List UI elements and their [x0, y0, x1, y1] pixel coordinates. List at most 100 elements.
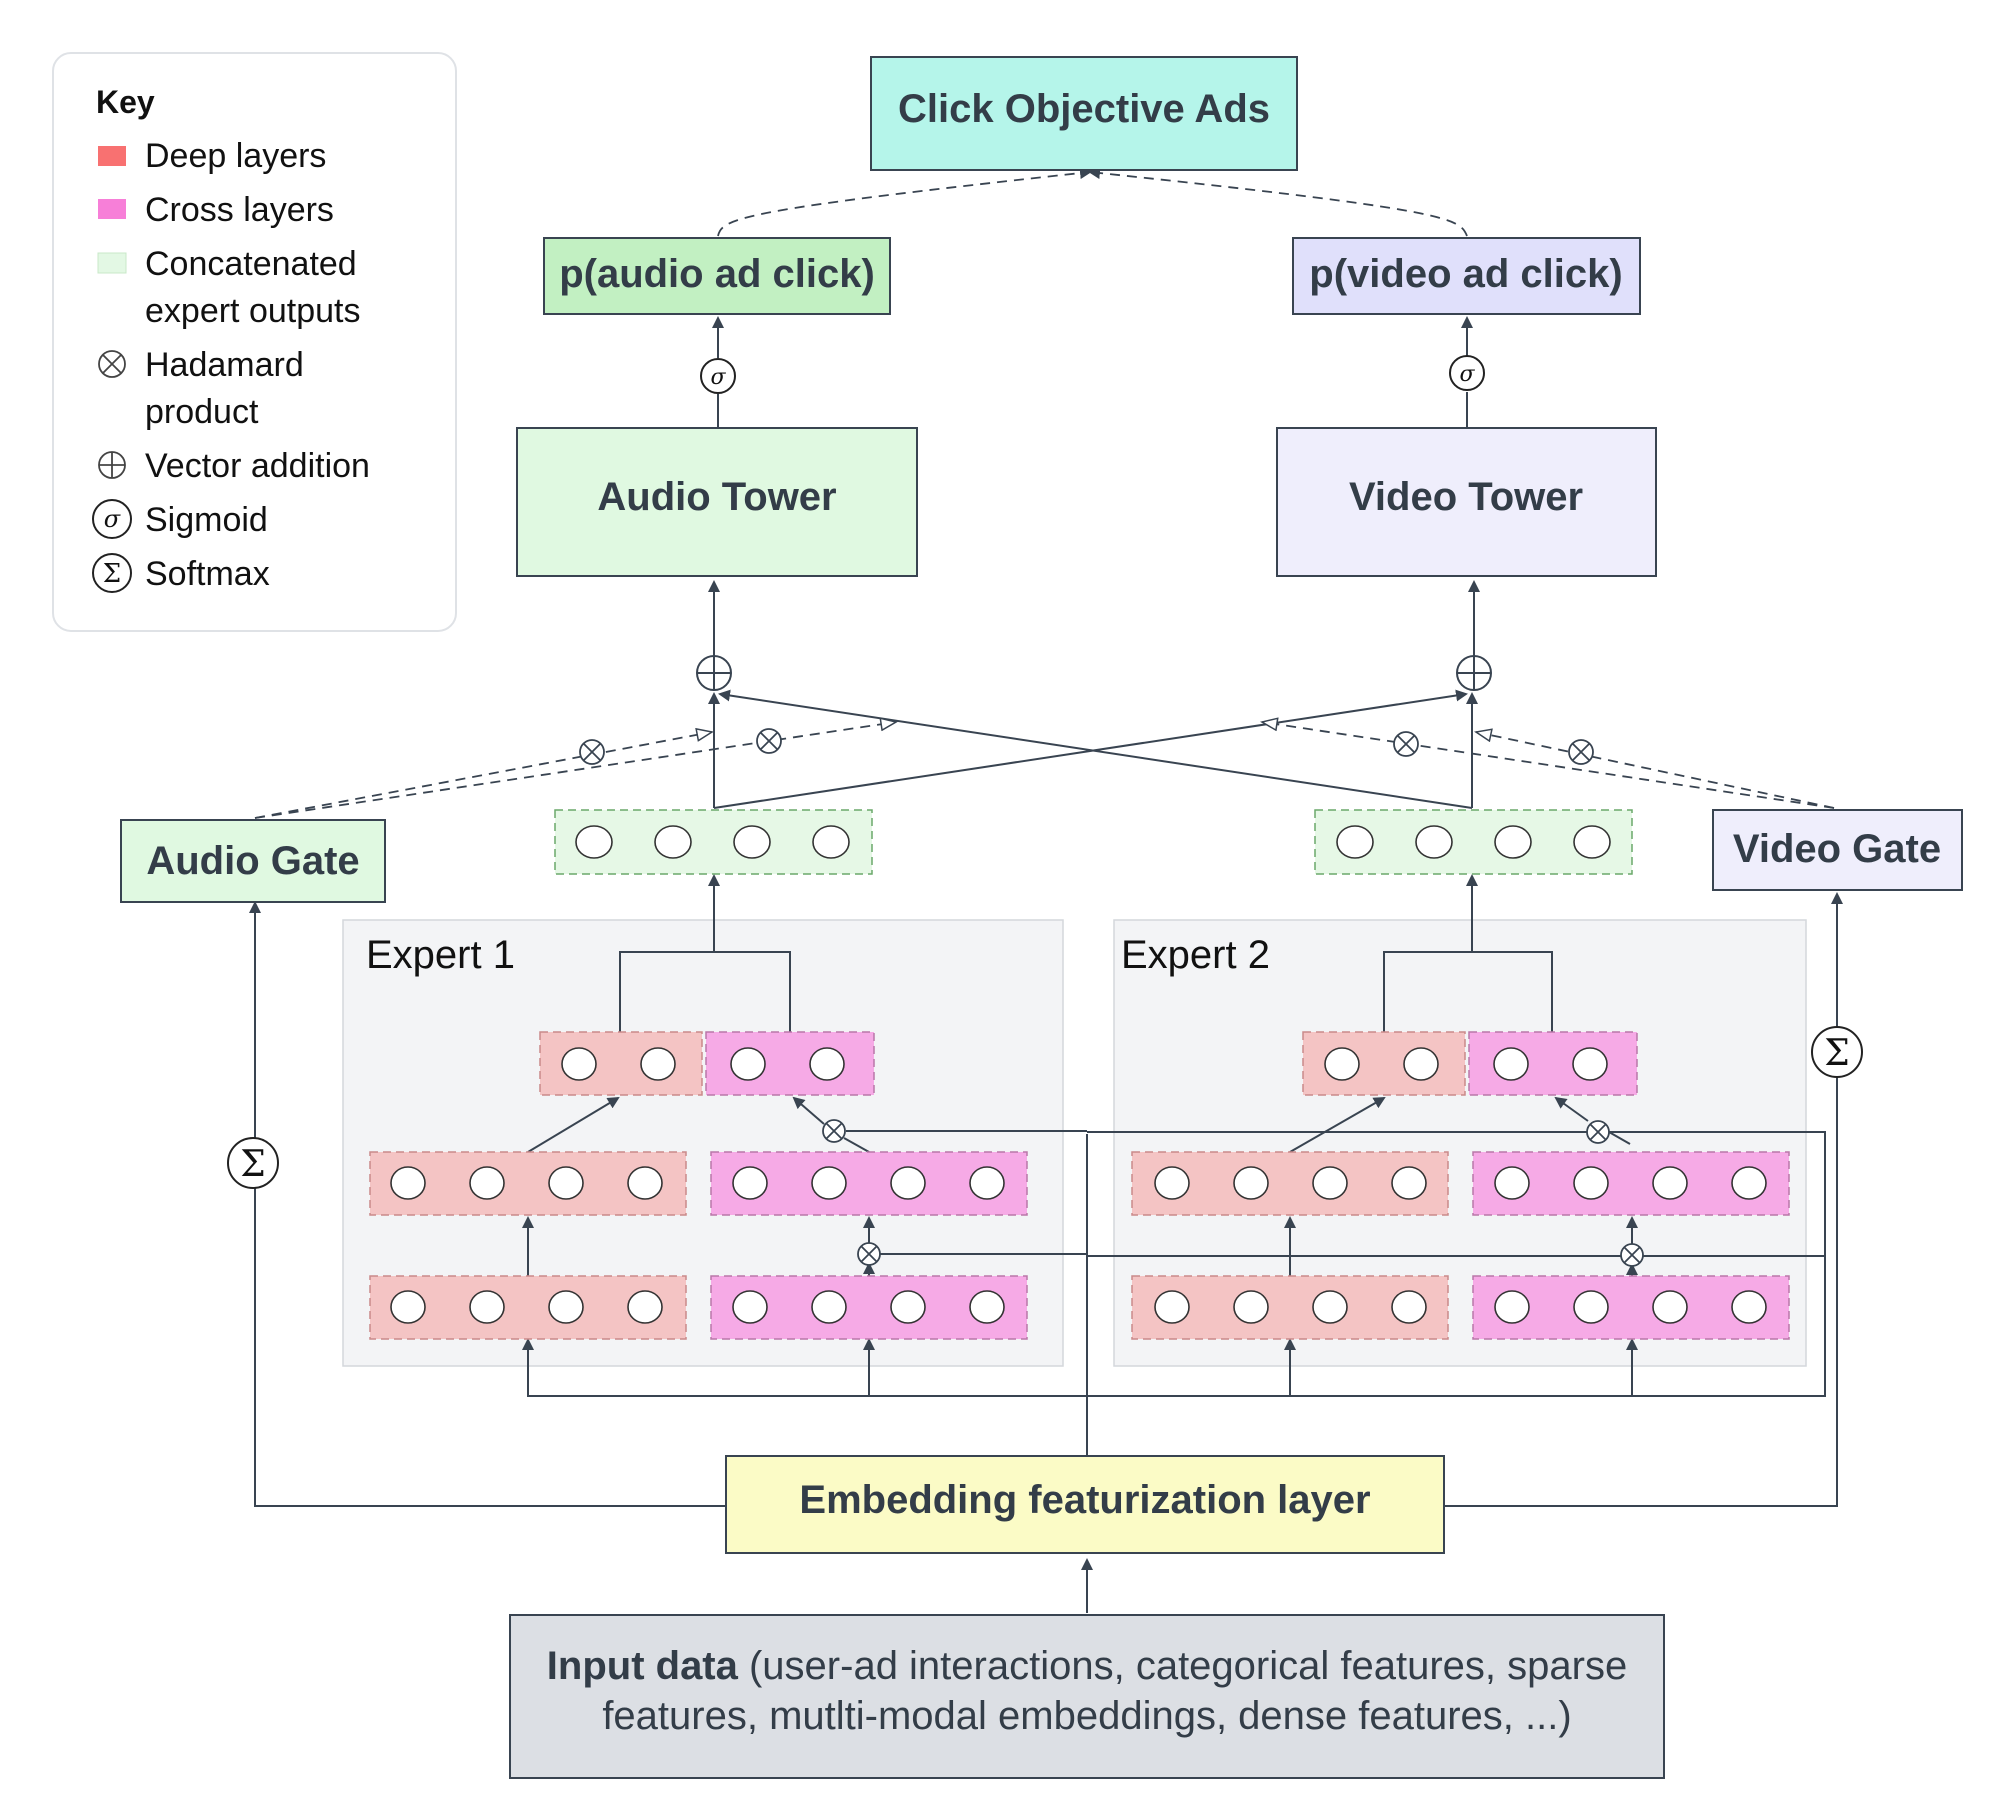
- neuron-node-46: [1652, 1290, 1688, 1324]
- neuron-node-33: [1233, 1166, 1269, 1200]
- hadamard-icon-gate-2: [756, 728, 782, 754]
- neuron-node-30: [1493, 1047, 1529, 1081]
- neuron-node-16: [732, 1166, 768, 1200]
- svg-text:σ: σ: [710, 365, 726, 390]
- sigmoid-node-audio: σ: [700, 358, 736, 394]
- svg-text:Σ: Σ: [240, 1144, 265, 1185]
- embedding-layer-label: Embedding featurization layer: [799, 1478, 1370, 1522]
- input-data-line-2: features, mutlti-modal embeddings, dense…: [602, 1694, 1571, 1738]
- neuron-node-47: [1731, 1290, 1767, 1324]
- svg-text:σ: σ: [1459, 362, 1475, 387]
- neuron-nodes: [390, 825, 1767, 1324]
- neuron-node-38: [1652, 1166, 1688, 1200]
- video-tower-box: [1276, 427, 1657, 577]
- input-data-rest: (user-ad interactions, categorical featu…: [738, 1644, 1627, 1688]
- neuron-node-36: [1494, 1166, 1530, 1200]
- legend-label-hadamard: Hadamard: [145, 346, 304, 384]
- legend-label-cross: Cross layers: [145, 191, 334, 229]
- neuron-node-19: [969, 1166, 1005, 1200]
- neuron-node-20: [390, 1290, 426, 1324]
- hadamard-icons-expert: [822, 1119, 1644, 1267]
- neuron-node-15: [627, 1166, 663, 1200]
- neuron-node-18: [890, 1166, 926, 1200]
- connectors: [249, 316, 1843, 1613]
- click-objective-box: [870, 56, 1298, 171]
- neuron-node-41: [1233, 1290, 1269, 1324]
- video-gate-box: [1712, 809, 1963, 891]
- legend-swatch-concat: [97, 252, 127, 274]
- softmax-node-audio: Σ: [227, 1137, 279, 1189]
- neuron-node-29: [1403, 1047, 1439, 1081]
- legend-label-softmax: Softmax: [145, 555, 270, 593]
- softmax-node-video: Σ: [1811, 1026, 1863, 1078]
- neuron-node-14: [548, 1166, 584, 1200]
- legend-label-sigmoid: Sigmoid: [145, 501, 268, 539]
- neuron-node-43: [1391, 1290, 1427, 1324]
- neuron-node-10: [730, 1047, 766, 1081]
- hadamard-icon-e1-lower: [857, 1242, 881, 1266]
- audio-gate-box: [120, 819, 386, 903]
- neuron-node-42: [1312, 1290, 1348, 1324]
- audio-tower-box: [516, 427, 918, 577]
- neuron-node-25: [811, 1290, 847, 1324]
- embedding-layer-box: [725, 1455, 1445, 1554]
- video-prob-label: p(video ad click): [1309, 252, 1622, 296]
- sigmoid-icon: σ: [92, 499, 132, 539]
- neuron-node-31: [1572, 1047, 1608, 1081]
- hadamard-icon-e2-lower: [1620, 1243, 1644, 1267]
- plus-circle-icon-audio: [696, 655, 732, 691]
- neuron-node-13: [469, 1166, 505, 1200]
- neuron-node-12: [390, 1166, 426, 1200]
- hadamard-icon-gate-3: [1393, 731, 1419, 757]
- input-data-bold: Input data: [547, 1644, 739, 1688]
- neuron-node-22: [548, 1290, 584, 1324]
- legend-label-concat-2: expert outputs: [145, 292, 360, 330]
- neuron-node-11: [809, 1047, 845, 1081]
- hadamard-icon-gate-4: [1568, 739, 1594, 765]
- audio-gate-label: Audio Gate: [146, 839, 359, 883]
- svg-text:σ: σ: [104, 505, 121, 533]
- neuron-node-23: [627, 1290, 663, 1324]
- legend-frame: [52, 52, 457, 632]
- plus-circle-icon-video: [1456, 655, 1492, 691]
- audio-tower-label: Audio Tower: [597, 475, 836, 519]
- hadamard-icon: [98, 350, 126, 378]
- neuron-node-2: [733, 825, 771, 859]
- neuron-node-39: [1731, 1166, 1767, 1200]
- neuron-node-28: [1324, 1047, 1360, 1081]
- neuron-node-4: [1336, 825, 1374, 859]
- legend: Key Deep layers Cross layers Concatenate…: [52, 52, 457, 632]
- neuron-node-26: [890, 1290, 926, 1324]
- gate-connectors: [254, 167, 1835, 819]
- neuron-node-7: [1573, 825, 1611, 859]
- neuron-node-6: [1494, 825, 1532, 859]
- neuron-node-3: [812, 825, 850, 859]
- legend-label-deep: Deep layers: [145, 137, 326, 175]
- neuron-node-37: [1573, 1166, 1609, 1200]
- neuron-node-40: [1154, 1290, 1190, 1324]
- hadamard-icon-gate-1: [579, 739, 605, 765]
- neuron-node-44: [1494, 1290, 1530, 1324]
- expert-2-label: Expert 2: [1121, 933, 1270, 977]
- expert-1-label: Expert 1: [366, 933, 515, 977]
- neuron-node-45: [1573, 1290, 1609, 1324]
- neuron-node-32: [1154, 1166, 1190, 1200]
- legend-label-hadamard-2: product: [145, 393, 259, 431]
- input-data-line-1: Input data (user-ad interactions, catego…: [547, 1644, 1627, 1688]
- neuron-node-5: [1415, 825, 1453, 859]
- video-tower-label: Video Tower: [1349, 475, 1583, 519]
- input-data-box: [509, 1614, 1665, 1779]
- hadamard-icon-e2-upper: [1586, 1120, 1610, 1144]
- legend-swatch-cross: [98, 199, 126, 219]
- legend-label-vector-addition: Vector addition: [145, 447, 370, 485]
- neuron-node-35: [1391, 1166, 1427, 1200]
- legend-label-concat: Concatenated: [145, 245, 357, 283]
- neuron-node-9: [640, 1047, 676, 1081]
- svg-text:Σ: Σ: [103, 559, 121, 589]
- video-gate-label: Video Gate: [1733, 827, 1941, 871]
- expert-2-cross-top: [1468, 1031, 1638, 1096]
- svg-text:Σ: Σ: [1824, 1033, 1849, 1074]
- click-objective-label: Click Objective Ads: [898, 87, 1270, 131]
- legend-swatch-deep: [98, 146, 126, 166]
